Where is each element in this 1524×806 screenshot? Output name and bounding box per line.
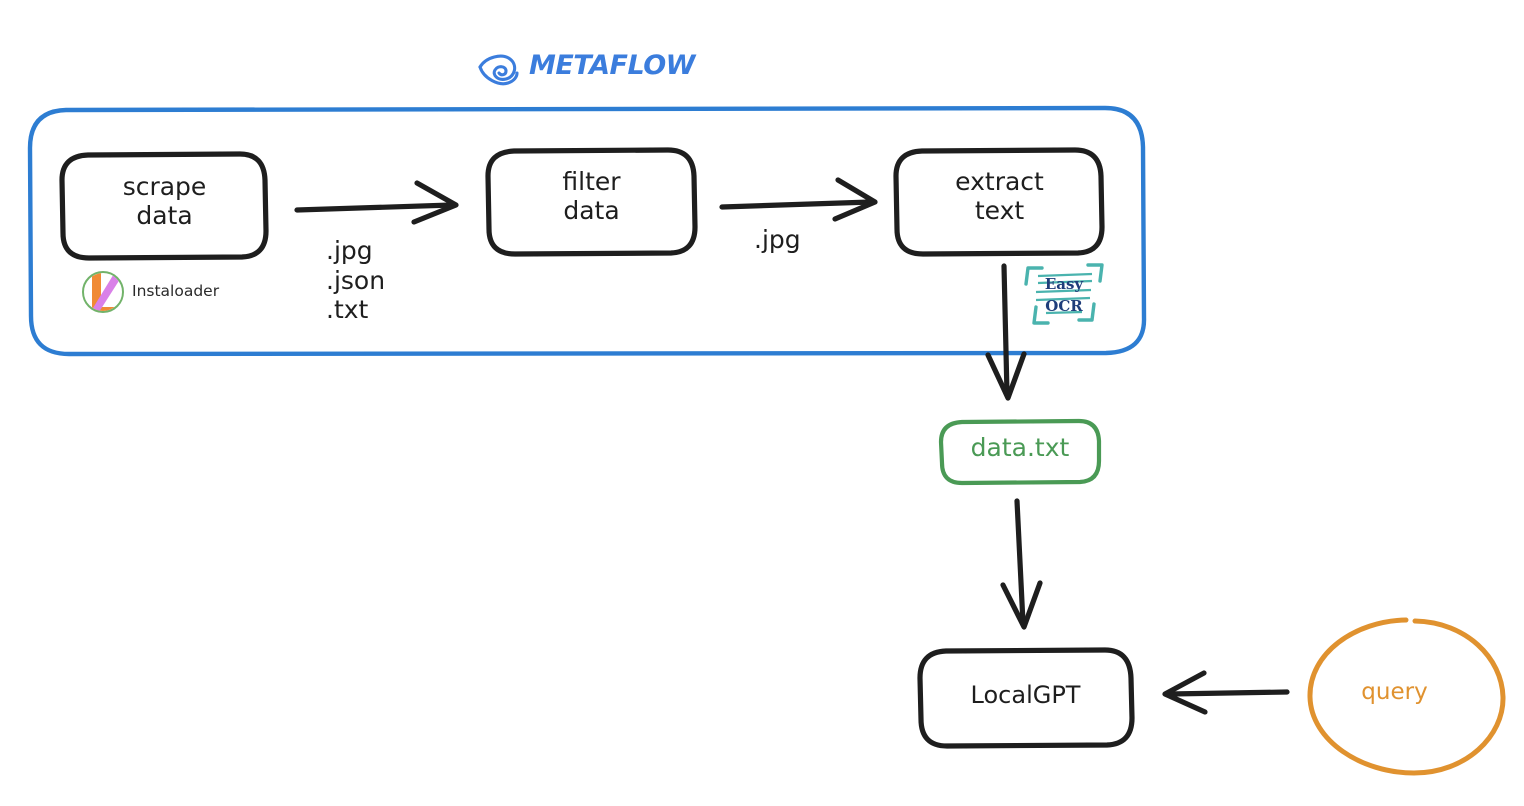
metaflow-title: METAFLOW	[478, 50, 695, 80]
edge-label-scrape-to-filter: .jpg .json .txt	[326, 236, 386, 324]
node-filter-data[interactable]	[485, 147, 698, 257]
edge-scrape-to-filter	[294, 180, 459, 225]
node-scrape-data[interactable]	[59, 151, 269, 261]
node-extract-text[interactable]	[893, 147, 1105, 257]
easyocr-label-line1: Easy	[1044, 275, 1084, 293]
instaloader-badge: Instaloader	[80, 271, 219, 311]
metaflow-pipeline-container	[27, 105, 1147, 357]
edge-extract-to-datatxt	[985, 263, 1027, 401]
node-local-gpt[interactable]	[917, 647, 1135, 749]
edge-query-to-localgpt	[1162, 670, 1290, 715]
edge-filter-to-extract	[719, 177, 878, 222]
metaflow-logo-icon	[478, 54, 519, 86]
instaloader-logo-icon	[82, 271, 124, 313]
easyocr-logo-icon	[1024, 263, 1104, 325]
node-data-txt[interactable]	[938, 418, 1102, 486]
edge-label-filter-to-extract: .jpg	[754, 225, 801, 254]
node-query[interactable]	[1307, 617, 1506, 776]
easyocr-label-line2: OCR	[1045, 297, 1083, 315]
metaflow-title-text: METAFLOW	[529, 49, 695, 81]
instaloader-label: Instaloader	[132, 282, 220, 300]
easyocr-badge: Easy OCR	[1018, 258, 1110, 332]
edge-datatxt-to-localgpt	[1000, 498, 1043, 630]
